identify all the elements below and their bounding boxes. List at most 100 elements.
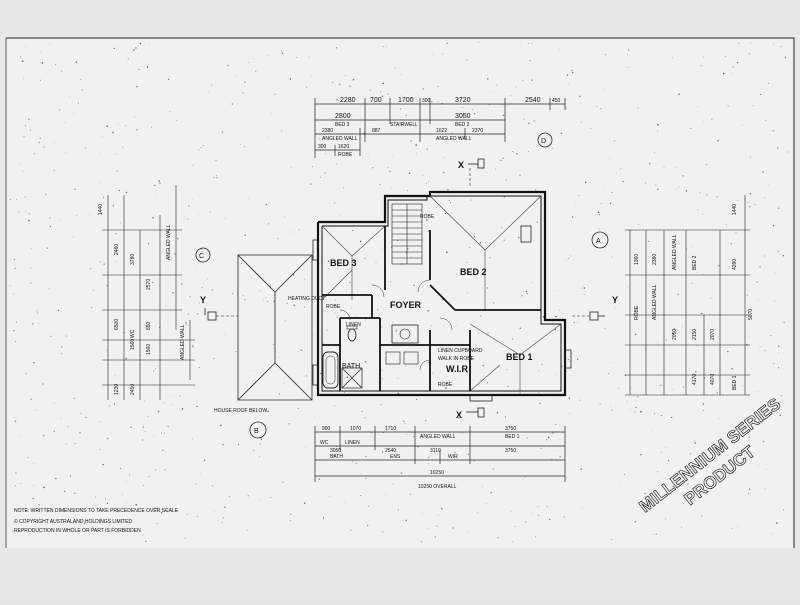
speckle (749, 206, 751, 208)
svg-text:ROBE: ROBE (420, 214, 435, 220)
speckle (620, 480, 622, 482)
speckle (597, 211, 600, 213)
room-bath: BATH (342, 363, 360, 370)
speckle (436, 467, 438, 469)
speckle (319, 183, 321, 185)
speckle (747, 492, 749, 494)
speckle (23, 136, 25, 138)
room-heating: HEATING DUCT (288, 296, 325, 302)
speckle (683, 386, 685, 388)
speckle (487, 78, 489, 80)
speckle (432, 53, 434, 55)
speckle (259, 499, 260, 501)
speckle (436, 206, 438, 208)
dim-bottom-5: BED 1 (505, 434, 520, 440)
speckle (152, 217, 154, 219)
speckle (139, 42, 142, 45)
speckle (436, 525, 438, 527)
speckle (58, 109, 61, 111)
speckle (502, 157, 504, 159)
speckle (657, 188, 659, 191)
speckle (9, 198, 12, 201)
speckle (656, 471, 659, 473)
speckle (147, 242, 150, 245)
speckle (618, 388, 619, 389)
speckle (119, 467, 122, 470)
speckle (526, 437, 528, 439)
speckle (325, 153, 327, 155)
speckle (504, 416, 507, 418)
speckle (772, 130, 775, 132)
speckle (434, 536, 436, 538)
speckle (105, 498, 106, 500)
speckle (782, 254, 785, 257)
label-robe: ROBE (438, 382, 453, 388)
speckle (60, 417, 62, 419)
speckle (428, 463, 430, 465)
speckle (108, 405, 111, 407)
speckle (750, 42, 752, 44)
speckle (664, 518, 666, 520)
speckle (213, 357, 215, 360)
speckle (613, 362, 614, 364)
speckle (179, 395, 181, 397)
speckle (703, 56, 705, 58)
speckle (244, 146, 246, 148)
speckle (21, 60, 24, 62)
speckle (473, 235, 476, 238)
bathtub (322, 351, 339, 389)
speckle (608, 373, 610, 375)
speckle (69, 482, 71, 483)
speckle (634, 333, 637, 336)
speckle (136, 129, 138, 131)
speckle (392, 483, 395, 485)
speckle (160, 512, 163, 514)
speckle (540, 447, 542, 449)
speckle (644, 492, 646, 495)
speckle (466, 371, 468, 374)
speckle (39, 137, 42, 140)
speckle (324, 310, 326, 312)
speckle (110, 431, 112, 433)
speckle (138, 68, 140, 70)
svg-text:6500: 6500 (114, 319, 120, 330)
speckle (164, 469, 166, 471)
speckle (611, 256, 613, 258)
speckle (53, 430, 55, 432)
speckle (241, 262, 243, 264)
ensuite-shower (385, 324, 419, 365)
speckle (528, 42, 530, 45)
speckle (578, 399, 581, 401)
speckle (428, 456, 430, 459)
speckle (539, 402, 541, 404)
speckle (106, 125, 108, 127)
speckle (181, 408, 184, 410)
speckle (211, 84, 213, 86)
speckle (130, 340, 132, 342)
speckle (762, 440, 765, 443)
speckle (685, 190, 688, 192)
speckle (53, 169, 55, 171)
speckle (18, 435, 20, 437)
speckle (764, 488, 766, 490)
speckle (648, 162, 651, 165)
speckle (727, 105, 729, 107)
speckle (757, 391, 759, 393)
speckle (584, 181, 587, 184)
speckle (207, 91, 209, 92)
svg-text:ANGLED WALL: ANGLED WALL (652, 284, 658, 320)
speckle (437, 514, 439, 516)
speckle (507, 386, 509, 388)
speckle (186, 324, 188, 326)
speckle (398, 358, 400, 360)
speckle (355, 462, 358, 465)
speckle (382, 451, 384, 453)
speckle (35, 409, 37, 411)
speckle (704, 377, 706, 379)
speckle (765, 469, 767, 470)
speckle (783, 321, 785, 323)
speckle (447, 189, 449, 191)
speckle (738, 42, 740, 44)
speckle (387, 93, 389, 95)
speckle (42, 434, 45, 437)
